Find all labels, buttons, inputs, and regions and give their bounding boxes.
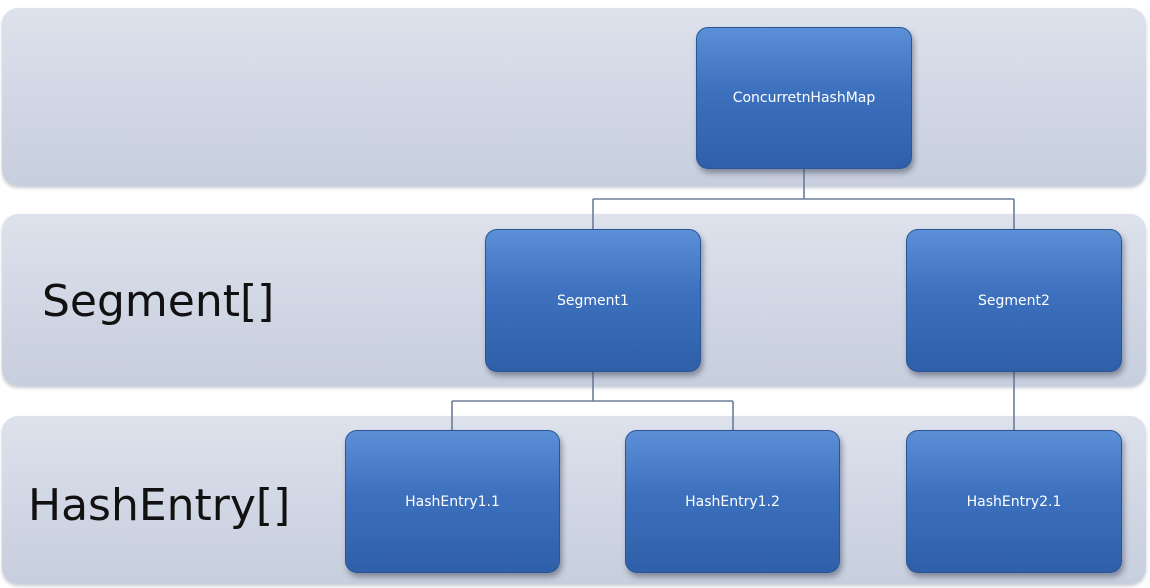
node-concurrent-hash-map: ConcurretnHashMap (696, 27, 912, 169)
node-hashentry-1-1: HashEntry1.1 (345, 430, 560, 573)
lane-label-segment: Segment[] (42, 276, 275, 327)
node-segment2: Segment2 (906, 229, 1122, 372)
node-label: HashEntry2.1 (966, 493, 1062, 510)
node-label: HashEntry1.1 (405, 493, 500, 510)
lane-label-hashentry: HashEntry[] (28, 480, 291, 531)
node-hashentry-1-2: HashEntry1.2 (625, 430, 840, 573)
lane-root (2, 8, 1146, 186)
node-hashentry-2-1: HashEntry2.1 (906, 430, 1122, 573)
node-label: HashEntry1.2 (685, 493, 780, 510)
node-label: Segment2 (978, 292, 1050, 309)
node-label: Segment1 (557, 292, 629, 309)
node-segment1: Segment1 (485, 229, 701, 372)
node-label: ConcurretnHashMap (732, 90, 876, 106)
